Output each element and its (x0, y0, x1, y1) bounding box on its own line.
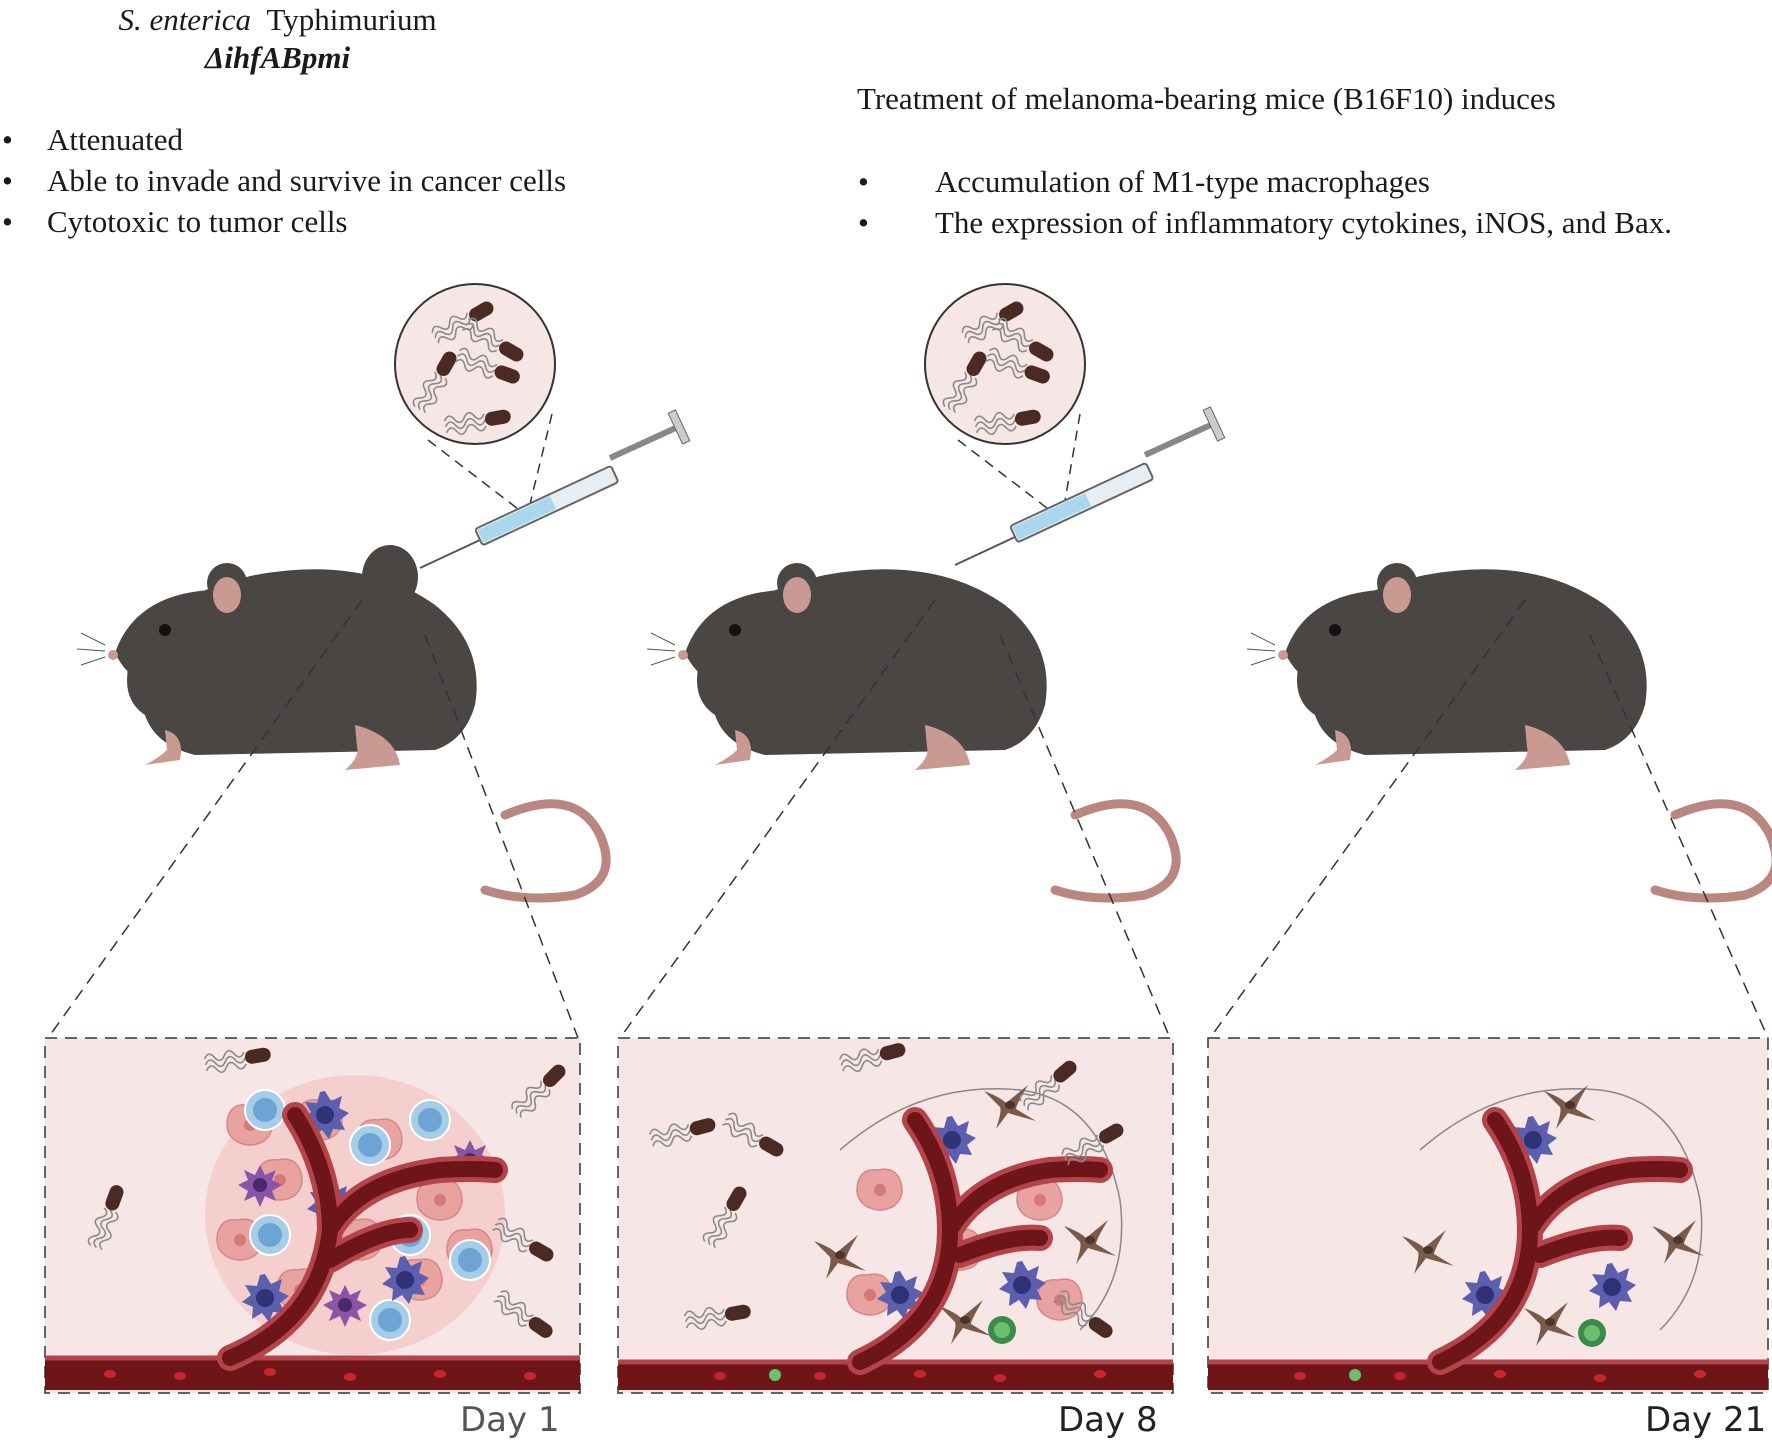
mouse-icon (647, 563, 1240, 898)
panel-day1 (44, 283, 690, 1394)
effect-item: Accumulation of M1-type macrophages (855, 161, 1672, 202)
bacterium-name: S. enterica Typhimurium (0, 2, 555, 38)
mouse-icon (77, 545, 670, 898)
property-item: Attenuated (0, 119, 566, 160)
panel-day8 (617, 283, 1240, 1394)
effect-item: The expression of inflammatory cytokines… (855, 202, 1672, 243)
property-item: Able to invade and survive in cancer cel… (0, 160, 566, 201)
blood-vessel-icon (45, 1102, 580, 1390)
day-label-21: Day 21 (1645, 1400, 1767, 1440)
mouse-icon (1247, 563, 1772, 898)
effects-list: Accumulation of M1-type macrophages The … (855, 161, 1672, 243)
day-label-8: Day 8 (1058, 1400, 1158, 1440)
property-item: Cytotoxic to tumor cells (0, 201, 566, 242)
day-label-1: Day 1 (460, 1400, 560, 1440)
properties-list: Attenuated Able to invade and survive in… (0, 119, 566, 242)
bacteria-magnifier-icon (924, 283, 1086, 445)
blood-vessel-icon (1208, 1107, 1768, 1390)
serovar-name: Typhimurium (266, 2, 437, 37)
species-name: S. enterica (118, 2, 252, 37)
panel-day21 (1207, 563, 1772, 1394)
blood-vessel-icon (618, 1107, 1173, 1390)
bacteria-magnifier-icon (394, 283, 556, 445)
treatment-heading: Treatment of melanoma-bearing mice (B16F… (857, 81, 1556, 116)
strain-name: ΔihfABpmi (204, 40, 351, 75)
